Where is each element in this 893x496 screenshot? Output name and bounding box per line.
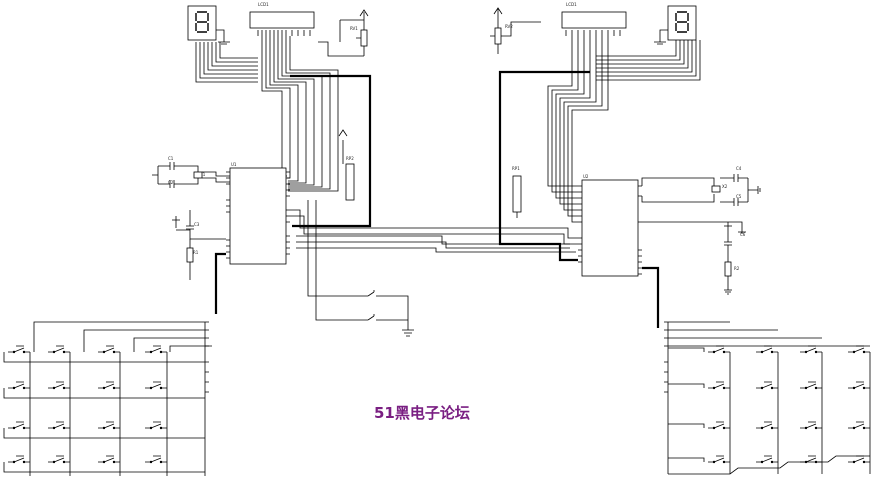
keypad-right-key-3-1 — [756, 455, 778, 464]
c5-label: C5 — [736, 194, 742, 199]
keypad-left-key-0-0 — [8, 345, 30, 354]
keypad-right-key-2-0 — [708, 421, 730, 430]
keypad-right-key-2-2 — [800, 421, 822, 430]
lcd-right-label: LCD1 — [566, 2, 577, 7]
keypad-left-key-1-0 — [8, 381, 30, 390]
seven-segment-display-right — [596, 5, 701, 81]
x-right-label: X2 — [722, 184, 728, 189]
keypad-left-key-1-1 — [48, 381, 70, 390]
lcd-left-label: LCD1 — [258, 2, 269, 7]
keypad-right-key-2-3 — [848, 421, 870, 430]
c6-label: C6 — [740, 232, 746, 237]
keypad-right-key-0-0 — [708, 345, 730, 354]
keypad-right — [664, 321, 871, 475]
lcd-right: LCD1 — [561, 2, 627, 36]
c4-label: C4 — [736, 166, 742, 171]
pack-left-label: RP2 — [346, 156, 354, 161]
keypad-right-key-3-3 — [848, 455, 870, 464]
mcu-left-label: U1 — [231, 162, 237, 167]
c3-label: C3 — [194, 222, 200, 227]
keypad-left — [3, 321, 212, 476]
reset-circuit-left: C3 R1 — [172, 210, 226, 280]
rv-left-label: RV1 — [350, 26, 358, 31]
oscillator-right: C4 C5 X2 — [641, 166, 761, 206]
keypad-right-key-0-2 — [800, 345, 822, 354]
resistor-pack-right: RP1 — [512, 166, 522, 218]
keypad-right-key-3-0 — [708, 455, 730, 464]
keypad-left-key-3-2 — [98, 455, 120, 464]
keypad-left-key-3-1 — [48, 455, 70, 464]
keypad-left-key-1-3 — [145, 381, 167, 390]
keypad-left-key-0-3 — [145, 345, 167, 354]
mcu-left: U1 — [226, 162, 290, 265]
seven-segment-display-left — [187, 5, 230, 45]
mcu-right: U2 — [578, 174, 642, 277]
reset-circuit-right: C6 R2 — [642, 221, 746, 295]
potentiometer-rv2: RV2 — [490, 7, 541, 54]
keypad-right-key-1-0 — [708, 381, 730, 390]
keypad-left-key-2-2 — [98, 421, 120, 430]
keypad-left-key-2-1 — [48, 421, 70, 430]
keypad-right-key-2-1 — [756, 421, 778, 430]
potentiometer-rv1: RV1 — [318, 9, 369, 57]
r2-label: R2 — [734, 266, 740, 271]
keypad-bus-right — [642, 266, 660, 328]
keypad-left-key-3-0 — [8, 455, 30, 464]
keypad-left-key-0-2 — [98, 345, 120, 354]
r1-label: R1 — [193, 250, 199, 255]
keypad-right-key-0-3 — [848, 345, 870, 354]
lcd-data-lines-right — [547, 36, 609, 223]
keypad-left-key-3-3 — [145, 455, 167, 464]
oscillator-left: C1 C2 X1 — [152, 156, 230, 188]
keypad-left-key-1-2 — [98, 381, 120, 390]
pack-right-label: RP1 — [512, 166, 520, 171]
bus-right — [498, 70, 590, 262]
mcu-right-label: U2 — [583, 174, 589, 179]
keypad-right-key-1-2 — [800, 381, 822, 390]
x-left-label: X1 — [200, 172, 206, 177]
c2-label: C2 — [168, 180, 174, 185]
keypad-right-key-1-1 — [756, 381, 778, 390]
c1-label: C1 — [168, 156, 174, 161]
keypad-left-key-0-1 — [48, 345, 70, 354]
keypad-left-key-2-0 — [8, 421, 30, 430]
keypad-right-key-0-1 — [756, 345, 778, 354]
middle-buttons — [307, 200, 414, 337]
keypad-right-key-1-3 — [848, 381, 870, 390]
rv-right-label: RV2 — [505, 24, 513, 29]
uart-cross-lines — [290, 209, 578, 253]
watermark-text: 51黑电子论坛 — [374, 404, 470, 422]
bus-left — [290, 74, 372, 228]
lcd-left: LCD1 — [249, 2, 315, 36]
keypad-left-key-2-3 — [145, 421, 167, 430]
keypad-bus-left — [214, 252, 226, 314]
resistor-pack-left: RP2 — [338, 129, 355, 201]
